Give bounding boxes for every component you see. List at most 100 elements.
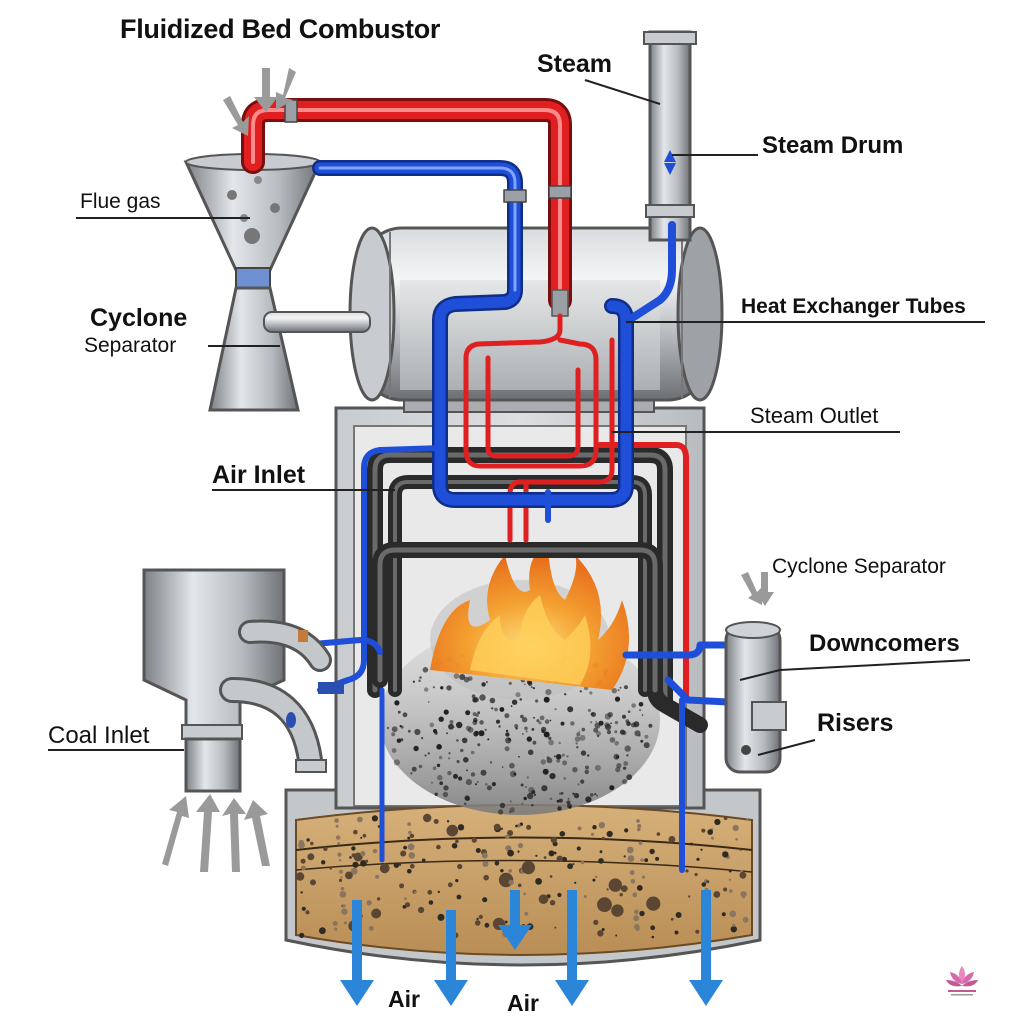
smoke-particle <box>421 737 424 740</box>
bed-particle <box>338 878 343 883</box>
bed-particle <box>633 915 639 922</box>
bed-particle <box>598 822 606 829</box>
bed-particle <box>474 920 481 926</box>
bed-particle <box>634 909 639 915</box>
smoke-particle <box>419 676 422 679</box>
bed-particle <box>577 826 582 831</box>
bed-particle <box>407 822 412 826</box>
smoke-particle <box>393 759 400 766</box>
bed-particle <box>351 853 356 858</box>
coal-hopper <box>142 568 344 793</box>
cold-water-pipe <box>299 160 736 873</box>
bed-particle <box>632 892 638 898</box>
smoke-particle <box>640 739 644 743</box>
bed-particle <box>739 848 742 851</box>
smoke-particle <box>494 707 498 712</box>
smoke-particle <box>449 720 454 724</box>
smoke-particle <box>570 721 575 726</box>
smoke-particle <box>498 725 501 728</box>
smoke-particle <box>443 709 449 715</box>
bed-particle <box>362 833 367 838</box>
bed-particle <box>335 824 339 828</box>
smoke-particle <box>477 743 481 747</box>
smoke-particle <box>499 802 506 809</box>
bed-particle <box>548 850 555 857</box>
bed-particle <box>593 919 599 926</box>
smoke-particle <box>431 781 433 784</box>
smoke-particle <box>480 769 487 776</box>
smoke-particle <box>623 761 629 766</box>
smoke-particle <box>495 719 501 724</box>
smoke-particle <box>564 693 567 696</box>
bed-particle <box>371 815 378 822</box>
smoke-particle <box>427 752 430 755</box>
bed-particle <box>368 925 374 931</box>
label-steam-outlet: Steam Outlet <box>750 403 879 428</box>
smoke-particle <box>560 791 564 795</box>
bed-particle <box>301 906 306 911</box>
smoke-particle <box>531 728 535 731</box>
smoke-particle <box>479 694 486 701</box>
smoke-particle <box>623 685 629 690</box>
smoke-particle <box>641 714 644 716</box>
smoke-particle <box>532 687 536 690</box>
smoke-particle <box>623 766 627 770</box>
smoke-particle <box>411 766 417 772</box>
smoke-particle <box>563 777 566 780</box>
bed-particle <box>695 929 700 934</box>
bed-particle <box>404 902 411 908</box>
smoke-particle <box>447 770 452 776</box>
smoke-particle <box>464 795 470 801</box>
smoke-particle <box>630 722 636 728</box>
smoke-particle <box>453 773 458 779</box>
smoke-particle <box>448 723 454 730</box>
smoke-particle <box>511 699 518 705</box>
bed-particle <box>517 843 524 849</box>
bed-particle <box>457 863 463 870</box>
bed-particle <box>623 855 626 858</box>
bed-particle <box>407 868 412 874</box>
smoke-particle <box>459 674 466 680</box>
smoke-particle <box>622 714 626 719</box>
smoke-particle <box>526 736 532 742</box>
bed-particle <box>319 927 326 935</box>
smoke-particle <box>589 691 593 695</box>
smoke-particle <box>491 707 494 710</box>
smoke-particle <box>484 783 488 786</box>
smoke-particle <box>648 723 653 728</box>
bed-particle <box>637 824 642 828</box>
smoke-particle <box>443 785 449 791</box>
bed-particle <box>306 838 310 842</box>
smoke-particle <box>527 792 534 800</box>
smoke-particle <box>498 809 504 815</box>
smoke-particle <box>610 722 612 724</box>
smoke-particle <box>453 673 460 679</box>
label-downcomers: Downcomers <box>809 630 960 657</box>
bed-particle <box>300 858 306 864</box>
bed-particle <box>640 858 644 862</box>
bed-particle <box>428 900 434 905</box>
smoke-particle <box>590 712 594 716</box>
smoke-particle <box>442 791 449 798</box>
smoke-particle <box>519 698 522 701</box>
bed-particle <box>535 854 538 857</box>
smoke-particle <box>530 686 533 689</box>
bed-particle <box>655 856 660 861</box>
grey-arrows <box>162 68 774 872</box>
smoke-particle <box>614 730 618 734</box>
diagram-title: Fluidized Bed Combustor <box>120 14 441 44</box>
smoke-particle <box>524 726 528 731</box>
smoke-particle <box>524 786 527 789</box>
bed-particle <box>371 908 382 919</box>
smoke-particle <box>394 700 400 706</box>
bed-particle <box>649 848 655 855</box>
smoke-particle <box>580 779 585 784</box>
smoke-particle <box>505 732 510 737</box>
leader-lines <box>48 79 985 756</box>
bed-particle <box>728 869 732 873</box>
bed-particle <box>421 858 426 863</box>
smoke-particle <box>544 719 550 724</box>
bed-particle <box>670 917 674 921</box>
label-coal-inlet: Coal Inlet <box>48 722 150 749</box>
smoke-particle <box>510 705 513 707</box>
